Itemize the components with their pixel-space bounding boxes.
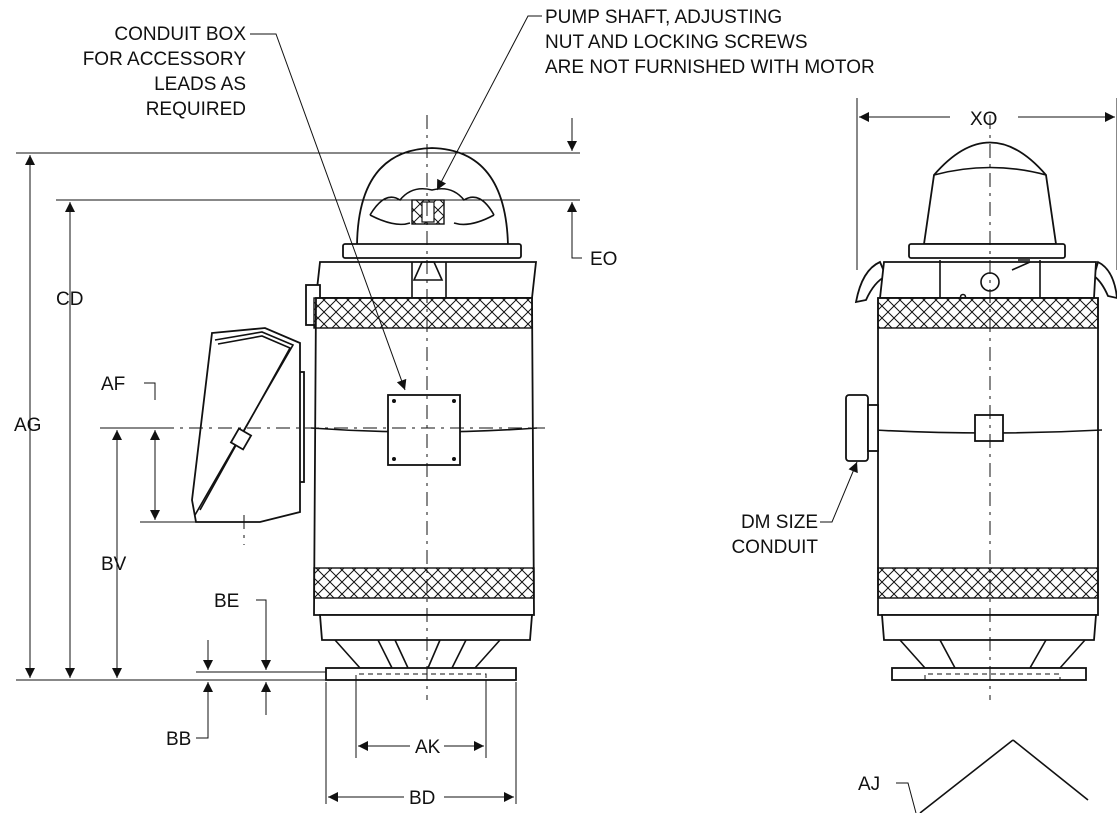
callout-conduit-box-line-2: FOR ACCESSORY <box>83 49 247 70</box>
dim-label-be: BE <box>214 591 239 612</box>
callout-conduit-box-line-1: CONDUIT BOX <box>114 24 246 45</box>
callout-pump-shaft-line-2: NUT AND LOCKING SCREWS <box>545 32 808 53</box>
callout-conduit-box: CONDUIT BOX FOR ACCESSORY LEADS AS REQUI… <box>83 24 247 120</box>
dim-label-af: AF <box>101 374 125 395</box>
callout-dm-size-line-1: DM SIZE <box>741 512 818 533</box>
callout-pump-shaft: PUMP SHAFT, ADJUSTING NUT AND LOCKING SC… <box>545 7 875 78</box>
dim-label-cd: CD <box>56 289 83 310</box>
front-view-motor <box>160 115 545 700</box>
dim-label-ag: AG <box>14 415 41 436</box>
callout-pump-shaft-line-3: ARE NOT FURNISHED WITH MOTOR <box>545 57 875 78</box>
dim-label-eo: EO <box>590 249 617 270</box>
dimension-lines <box>16 15 1117 813</box>
side-view-motor <box>845 115 1117 813</box>
dim-label-bd: BD <box>409 788 435 809</box>
callout-conduit-box-line-4: REQUIRED <box>146 99 246 120</box>
accessory-conduit-box <box>387 394 461 466</box>
callout-pump-shaft-line-1: PUMP SHAFT, ADJUSTING <box>545 7 782 28</box>
dim-label-bb: BB <box>166 729 191 750</box>
main-terminal-box <box>191 327 305 523</box>
callout-dm-size-line-2: CONDUIT <box>731 537 818 558</box>
dim-label-bv: BV <box>101 554 127 575</box>
dim-label-ak: AK <box>415 737 441 758</box>
dim-label-aj: AJ <box>858 774 880 795</box>
dim-label-xo: XO <box>970 109 997 130</box>
callout-dm-size: DM SIZE CONDUIT <box>731 512 818 558</box>
callout-conduit-box-line-3: LEADS AS <box>154 74 246 95</box>
